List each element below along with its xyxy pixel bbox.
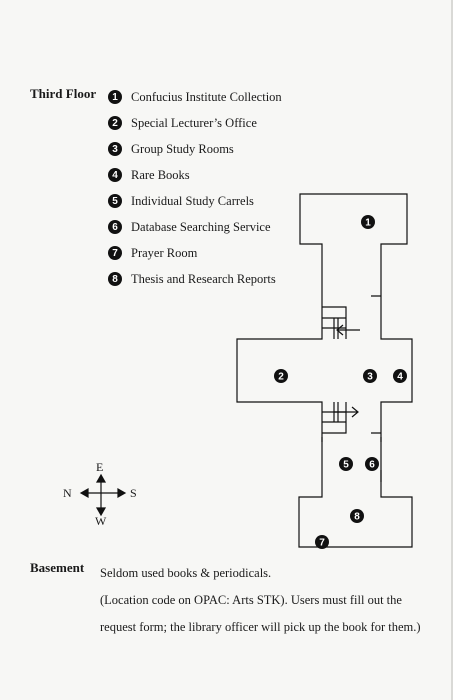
basement-line: request form; the library officer will p… — [100, 620, 421, 634]
legend: 1 Confucius Institute Collection 2 Special… — [108, 84, 282, 292]
basement-title: Basement — [30, 560, 85, 575]
compass-rose: E N S W — [58, 460, 148, 530]
legend-label: Prayer Room — [131, 245, 198, 260]
legend-item: 8 Thesis and Research Reports — [108, 266, 282, 292]
basement-line: (Location code on OPAC: Arts STK). Users… — [100, 593, 402, 607]
legend-label: Database Searching Service — [131, 219, 271, 234]
legend-item: 6 Database Searching Service — [108, 214, 282, 240]
legend-item: 5 Individual Study Carrels — [108, 188, 282, 214]
basement-description: Seldom used books & periodicals. (Locati… — [100, 560, 421, 641]
legend-label: Special Lecturer’s Office — [131, 115, 257, 130]
legend-label: Individual Study Carrels — [131, 193, 254, 208]
compass-south-label: S — [130, 486, 137, 500]
number-badge: 4 — [108, 168, 122, 182]
compass-west-label: W — [95, 514, 107, 528]
third-floor-title: Third Floor — [30, 86, 97, 101]
number-badge: 1 — [108, 90, 122, 104]
legend-item: 7 Prayer Room — [108, 240, 282, 266]
basement-line: Seldom used books & periodicals. — [100, 566, 272, 580]
number-badge: 8 — [108, 272, 122, 286]
compass-north-label: N — [63, 486, 72, 500]
legend-label: Confucius Institute Collection — [131, 89, 282, 104]
compass-east-label: E — [96, 460, 104, 474]
legend-item: 3 Group Study Rooms — [108, 136, 282, 162]
legend-label: Group Study Rooms — [131, 141, 234, 156]
legend-label: Thesis and Research Reports — [131, 271, 276, 286]
legend-item: 2 Special Lecturer’s Office — [108, 110, 282, 136]
legend-item: 4 Rare Books — [108, 162, 282, 188]
compass-arrows-icon — [79, 473, 127, 517]
number-badge: 6 — [108, 220, 122, 234]
number-badge: 3 — [108, 142, 122, 156]
number-badge: 7 — [108, 246, 122, 260]
legend-label: Rare Books — [131, 167, 190, 182]
legend-item: 1 Confucius Institute Collection — [108, 84, 282, 110]
number-badge: 5 — [108, 194, 122, 208]
number-badge: 2 — [108, 116, 122, 130]
